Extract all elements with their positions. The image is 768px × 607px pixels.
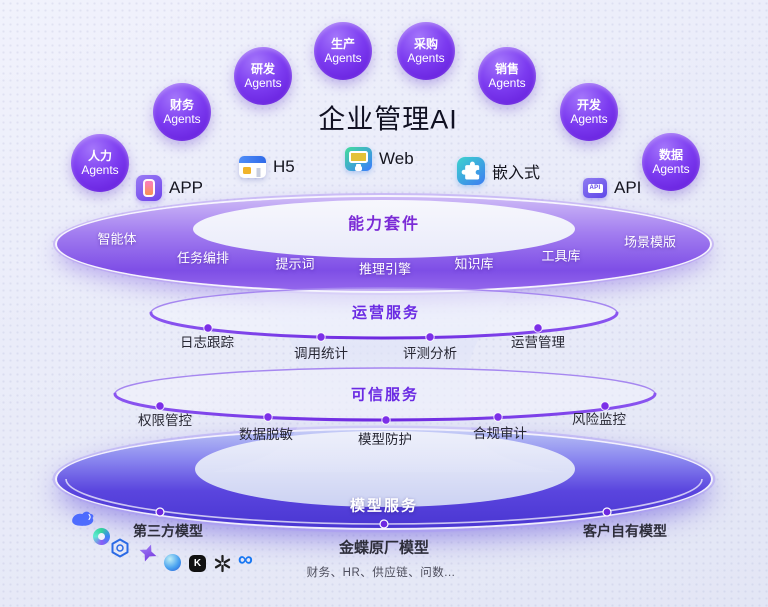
customer-models-label: 客户自有模型	[583, 523, 667, 539]
third-party-models-label: 第三方模型	[133, 523, 203, 539]
agent-node-rnd: 研发 Agents	[234, 47, 292, 105]
trust-item: 合规审计	[473, 426, 527, 441]
kingdee-models-label: 金蝶原厂模型	[338, 539, 430, 557]
operation-item: 运营管理	[511, 335, 565, 350]
platform-h5: H5	[239, 156, 295, 178]
platform-web: Web	[345, 147, 414, 171]
platform-label: Web	[379, 149, 414, 168]
trust-item: 权限管控	[138, 413, 192, 428]
capability-item: 工具库	[541, 248, 581, 264]
agent-node-procurement: 采购 Agents	[397, 22, 455, 80]
agent-label: 采购	[413, 36, 438, 51]
platform-label: APP	[169, 178, 204, 197]
purple-pinwheel-logo-icon	[138, 543, 158, 568]
platform-api: API API	[583, 178, 641, 198]
agent-node-development: 开发 Agents	[560, 83, 618, 141]
agent-label: 研发	[250, 61, 275, 76]
platform-label: API	[614, 178, 642, 197]
agent-sublabel: Agents	[652, 161, 690, 176]
operation-item: 调用统计	[294, 346, 348, 361]
platform-label: H5	[273, 157, 295, 176]
agent-node-sales: 销售 Agents	[478, 47, 536, 105]
gradient-ring-logo-icon	[93, 528, 110, 545]
hexagon-cube-logo-icon	[110, 538, 130, 563]
platform-app: APP	[136, 175, 203, 201]
operation-item: 评测分析	[403, 346, 457, 361]
agent-sublabel: Agents	[81, 162, 119, 177]
api-icon: API	[583, 178, 607, 198]
agent-sublabel: Agents	[407, 50, 445, 65]
agent-sublabel: Agents	[163, 111, 201, 126]
deepseek-whale-logo-icon	[70, 510, 96, 534]
embed-puzzle-icon	[457, 157, 485, 185]
kimi-logo-icon: K	[189, 555, 206, 572]
agent-label: 数据	[658, 147, 683, 162]
agent-sublabel: Agents	[324, 50, 362, 65]
platform-embedded: 嵌入式	[457, 157, 540, 185]
agent-node-finance: 财务 Agents	[153, 83, 211, 141]
capability-item: 知识库	[454, 256, 494, 272]
h5-browser-icon	[239, 156, 266, 178]
agent-sublabel: Agents	[244, 75, 282, 90]
kingdee-models-sublabel: 财务、HR、供应链、问数...	[306, 567, 456, 579]
page-title: 企业管理AI	[318, 104, 458, 135]
trust-layer-title: 可信服务	[350, 386, 420, 404]
model-layer-title: 模型服务	[349, 497, 419, 515]
capability-item: 推理引擎	[358, 261, 412, 277]
agent-node-production: 生产 Agents	[314, 22, 372, 80]
api-icon-text: API	[587, 183, 603, 193]
capability-item: 提示词	[275, 256, 315, 272]
agent-sublabel: Agents	[570, 111, 608, 126]
openai-logo-icon	[213, 554, 232, 578]
trust-item: 数据脱敏	[239, 427, 293, 442]
trust-item: 模型防护	[358, 432, 412, 447]
agent-label: 开发	[576, 97, 601, 112]
agent-label: 销售	[494, 61, 519, 76]
capability-item: 任务编排	[176, 250, 230, 266]
trust-item: 风险监控	[572, 412, 626, 427]
agent-label: 财务	[169, 97, 194, 112]
operation-item: 日志跟踪	[180, 335, 234, 350]
capability-layer-title: 能力套件	[347, 216, 421, 233]
capability-item: 场景模版	[623, 234, 677, 250]
operation-layer-title: 运营服务	[351, 304, 421, 322]
agent-label: 生产	[330, 36, 355, 51]
agent-node-human-resources: 人力 Agents	[71, 134, 129, 192]
web-monitor-icon	[345, 147, 372, 171]
app-icon	[136, 175, 162, 201]
platform-label: 嵌入式	[492, 165, 541, 182]
agent-label: 人力	[87, 148, 112, 163]
globe-logo-icon	[164, 554, 181, 571]
meta-logo-icon: ∞	[238, 548, 253, 571]
capability-item: 智能体	[97, 231, 137, 247]
agent-sublabel: Agents	[488, 75, 526, 90]
agent-node-data: 数据 Agents	[642, 133, 700, 191]
